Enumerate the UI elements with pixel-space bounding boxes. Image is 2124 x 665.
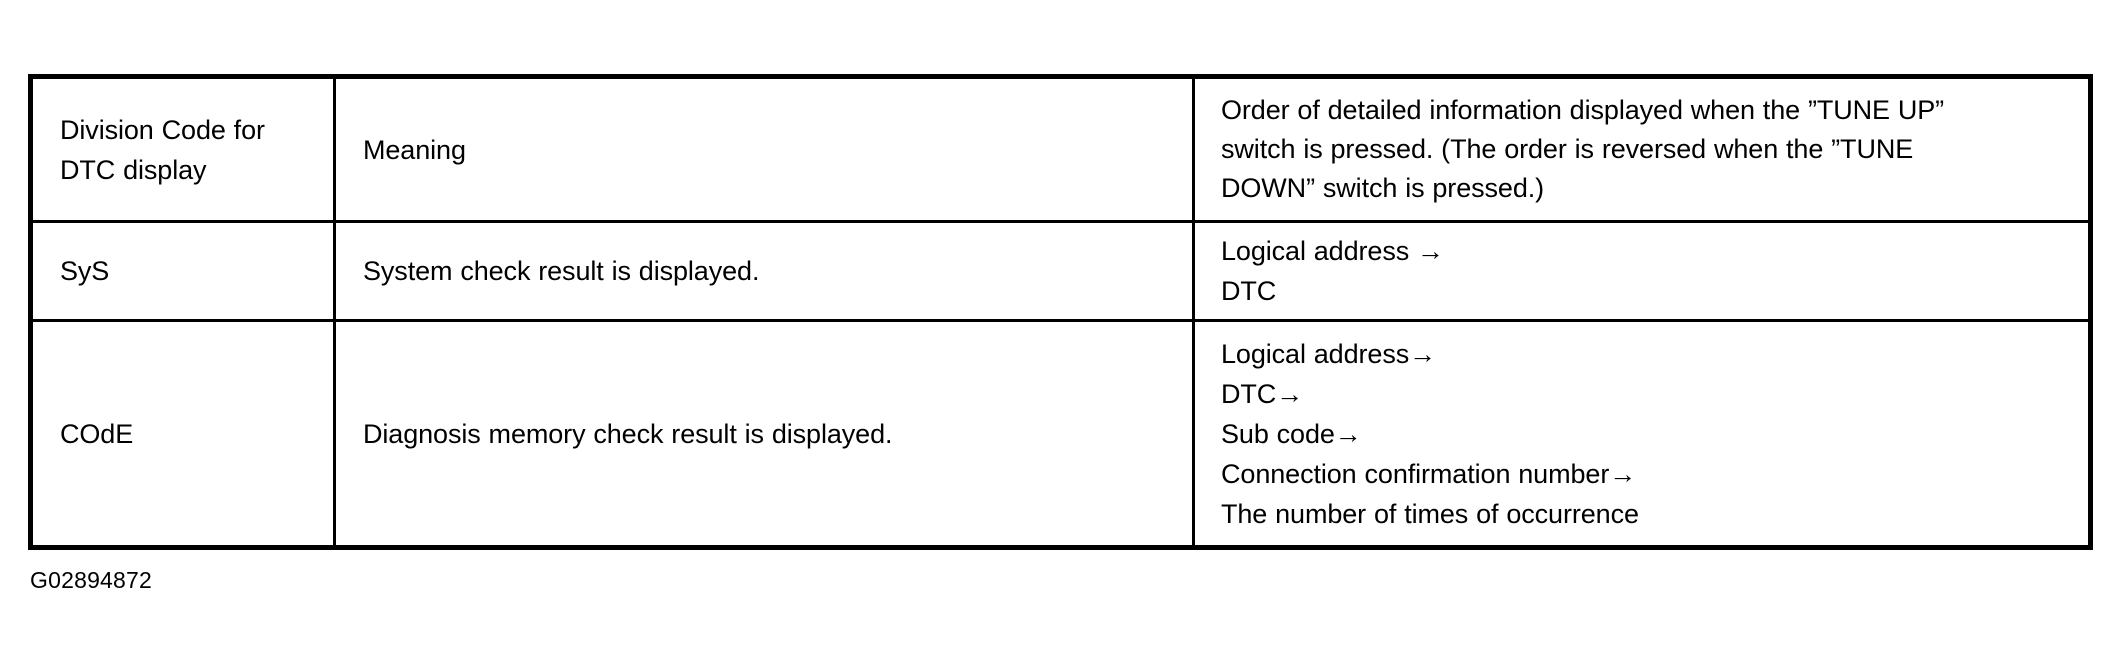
order-step-1: Logical address → bbox=[1221, 236, 1444, 266]
table-header-row: Division Code for DTC display Meaning Or… bbox=[30, 76, 2091, 223]
division-code-value: COdE bbox=[60, 418, 134, 449]
division-code-value: SyS bbox=[60, 256, 110, 286]
header-cell-division-code: Division Code for DTC display bbox=[30, 76, 336, 223]
header-division-code-line1: Division Code for bbox=[60, 114, 265, 145]
table-row: SyS System check result is displayed. Lo… bbox=[30, 221, 2091, 322]
header-division-code-line2: DTC display bbox=[60, 154, 207, 185]
cell-order-sys: Logical address → DTC bbox=[1193, 221, 2091, 322]
cell-meaning-code: Diagnosis memory check result is display… bbox=[334, 320, 1195, 548]
header-order-line2: switch is pressed. (The order is reverse… bbox=[1221, 134, 1914, 164]
header-cell-order: Order of detailed information displayed … bbox=[1193, 76, 2091, 223]
cell-division-code-sys: SyS bbox=[30, 221, 336, 322]
meaning-value: Diagnosis memory check result is display… bbox=[363, 418, 893, 449]
cell-division-code-code: COdE bbox=[30, 320, 336, 548]
order-step-2: DTC bbox=[1221, 276, 1277, 306]
header-order-line1: Order of detailed information displayed … bbox=[1221, 95, 1945, 125]
order-step-2: DTC→ bbox=[1221, 378, 1304, 409]
header-order-line3: DOWN” switch is pressed.) bbox=[1221, 173, 1545, 203]
header-meaning: Meaning bbox=[363, 134, 466, 165]
meaning-value: System check result is displayed. bbox=[363, 256, 760, 286]
table-row: COdE Diagnosis memory check result is di… bbox=[30, 320, 2091, 548]
order-step-3: Sub code→ bbox=[1221, 418, 1362, 449]
dtc-division-code-table: Division Code for DTC display Meaning Or… bbox=[28, 74, 2093, 550]
order-step-1: Logical address→ bbox=[1221, 338, 1437, 369]
cell-meaning-sys: System check result is displayed. bbox=[334, 221, 1195, 322]
cell-order-code: Logical address→ DTC→ Sub code→ Connecti… bbox=[1193, 320, 2091, 548]
figure-caption: G02894872 bbox=[30, 567, 153, 593]
header-cell-meaning: Meaning bbox=[334, 76, 1195, 223]
order-step-5: The number of times of occurrence bbox=[1221, 498, 1639, 529]
order-step-4: Connection confirmation number→ bbox=[1221, 458, 1637, 489]
